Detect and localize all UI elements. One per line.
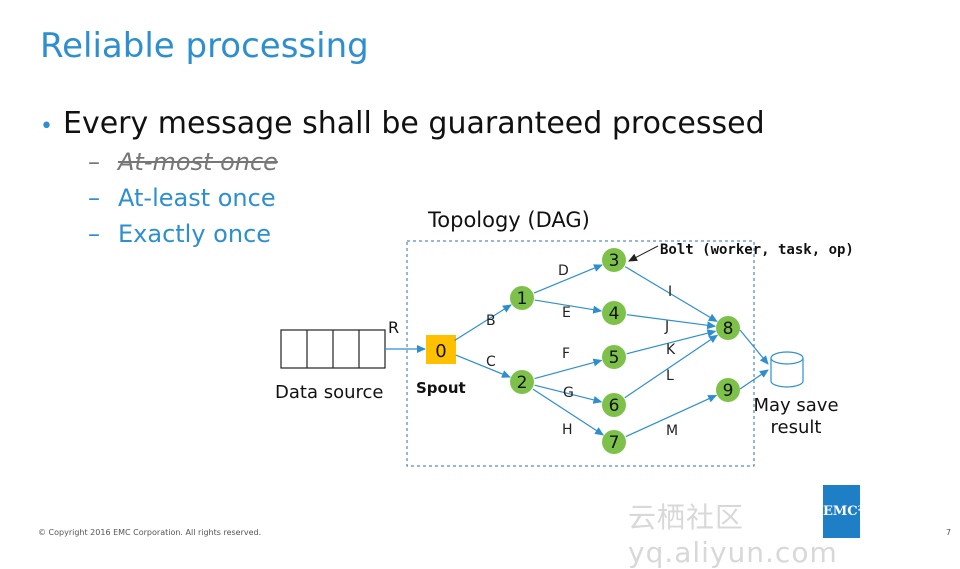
bolt-label: Bolt (worker, task, op) <box>660 242 854 258</box>
bolt-node-label-3: 3 <box>609 251 620 271</box>
bolt-node-label-8: 8 <box>723 319 734 339</box>
page-number: 7 <box>946 528 952 537</box>
bolt-node-1 <box>510 286 534 310</box>
dash-marker: – <box>88 184 100 212</box>
bolt-node-label-9: 9 <box>723 381 734 401</box>
bolt-node-label-7: 7 <box>609 433 620 453</box>
main-bullet: Every message shall be guaranteed proces… <box>63 106 765 141</box>
edge-M <box>625 394 718 438</box>
bolt-node-5 <box>602 345 626 369</box>
edge-K <box>626 329 717 355</box>
edge-D <box>533 264 603 294</box>
edge-label-H: H <box>562 422 573 438</box>
edge-label-J: J <box>664 319 669 335</box>
bolt-node-label-5: 5 <box>609 348 620 368</box>
spout-node-label: 0 <box>435 341 446 362</box>
edge-B <box>454 304 512 341</box>
edge-label-B: B <box>486 313 496 329</box>
edge-E <box>534 299 603 314</box>
subitem-label: Exactly once <box>118 220 272 248</box>
database-icon <box>770 351 804 388</box>
edge-label-D: D <box>558 263 569 279</box>
edge-label-M: M <box>666 423 678 439</box>
edge-label-G: G <box>563 385 574 401</box>
edge-H <box>532 388 604 436</box>
bolt-node-label-6: 6 <box>609 396 620 416</box>
bolt-node-4 <box>602 301 626 325</box>
bolt-node-8 <box>716 316 740 340</box>
emc-logo: EMC² <box>823 485 863 538</box>
spout-label: Spout <box>416 379 466 397</box>
edge-label-F: F <box>562 346 570 362</box>
edge-G <box>534 384 603 404</box>
subitem-label: At-least once <box>118 184 276 212</box>
store-label-line2: result <box>771 417 822 438</box>
subitem-exactly-once: –Exactly once <box>88 220 271 248</box>
edge-label-L: L <box>666 368 674 384</box>
edge-L <box>624 334 719 399</box>
bolt-node-label-2: 2 <box>517 373 528 393</box>
edge-8-to-store <box>739 329 769 365</box>
topology-label: Topology (DAG) <box>427 208 590 232</box>
edge-label-C: C <box>486 354 496 370</box>
edge-F <box>534 358 603 380</box>
bolt-node-label-1: 1 <box>517 289 528 309</box>
slide-title: Reliable processing <box>40 26 369 66</box>
edge-I <box>624 266 718 322</box>
bullet-marker: • <box>40 114 53 139</box>
spout-node <box>426 335 456 364</box>
edge-C <box>455 354 511 378</box>
edge-label-R: R <box>388 318 399 337</box>
subitem-label: At-most once <box>118 148 278 176</box>
bolt-node-6 <box>602 393 626 417</box>
bolt-pointer-arrow <box>628 245 659 262</box>
dag-diagram: Topology (DAG) Data source R 0 Spout B C D… <box>275 208 854 467</box>
edge-9-to-store <box>739 369 769 390</box>
watermark-text: 云栖社区 yq.aliyun.com <box>628 501 838 569</box>
edge-label-E: E <box>562 305 571 321</box>
subitem-at-least-once: –At-least once <box>88 184 276 212</box>
bolt-node-9 <box>716 378 740 402</box>
dash-marker: – <box>88 148 100 176</box>
store-label-line1: May save <box>753 395 838 416</box>
bolt-node-2 <box>510 370 534 394</box>
data-source-label: Data source <box>275 382 383 403</box>
edge-label-K: K <box>666 342 676 358</box>
topology-frame <box>406 240 755 467</box>
bolt-node-label-4: 4 <box>609 304 620 324</box>
edge-label-I: I <box>668 284 672 300</box>
dash-marker: – <box>88 220 100 248</box>
bolt-node-3 <box>602 248 626 272</box>
copyright-footer: © Copyright 2016 EMC Corporation. All ri… <box>38 528 262 537</box>
edge-J <box>626 314 717 330</box>
bolt-node-7 <box>602 430 626 454</box>
subitem-at-most-once: –At-most once <box>88 148 278 176</box>
data-source-queue <box>280 329 386 369</box>
